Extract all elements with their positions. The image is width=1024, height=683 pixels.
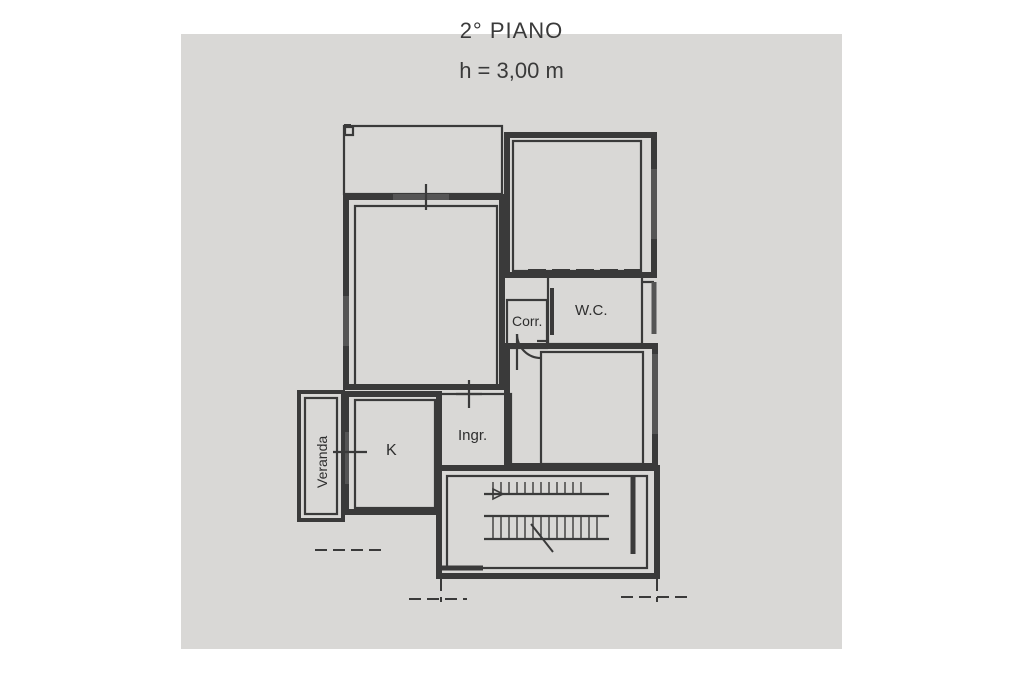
label-veranda: Veranda xyxy=(314,436,330,488)
label-kitchen: K xyxy=(386,442,397,459)
balcony-top xyxy=(342,124,504,196)
floor-plan-drawing: Corr. W.C. Ingr. K Veranda xyxy=(297,124,689,602)
label-corridor: Corr. xyxy=(512,313,542,329)
height-label: h = 3,00 m xyxy=(459,58,564,83)
label-wc: W.C. xyxy=(575,302,608,319)
floor-title: 2° PIANO xyxy=(459,18,564,43)
floor-plan-sheet: 2° PIANO h = 3,00 m xyxy=(181,18,842,649)
living-room xyxy=(504,343,658,469)
stairwell xyxy=(436,465,660,579)
bedroom-top-right xyxy=(504,132,657,278)
entrance-room xyxy=(437,380,513,471)
veranda-room xyxy=(297,390,345,522)
projection-lines xyxy=(315,549,689,602)
bedroom-left xyxy=(343,184,505,390)
label-entrance: Ingr. xyxy=(458,427,487,444)
kitchen-room xyxy=(333,391,442,515)
